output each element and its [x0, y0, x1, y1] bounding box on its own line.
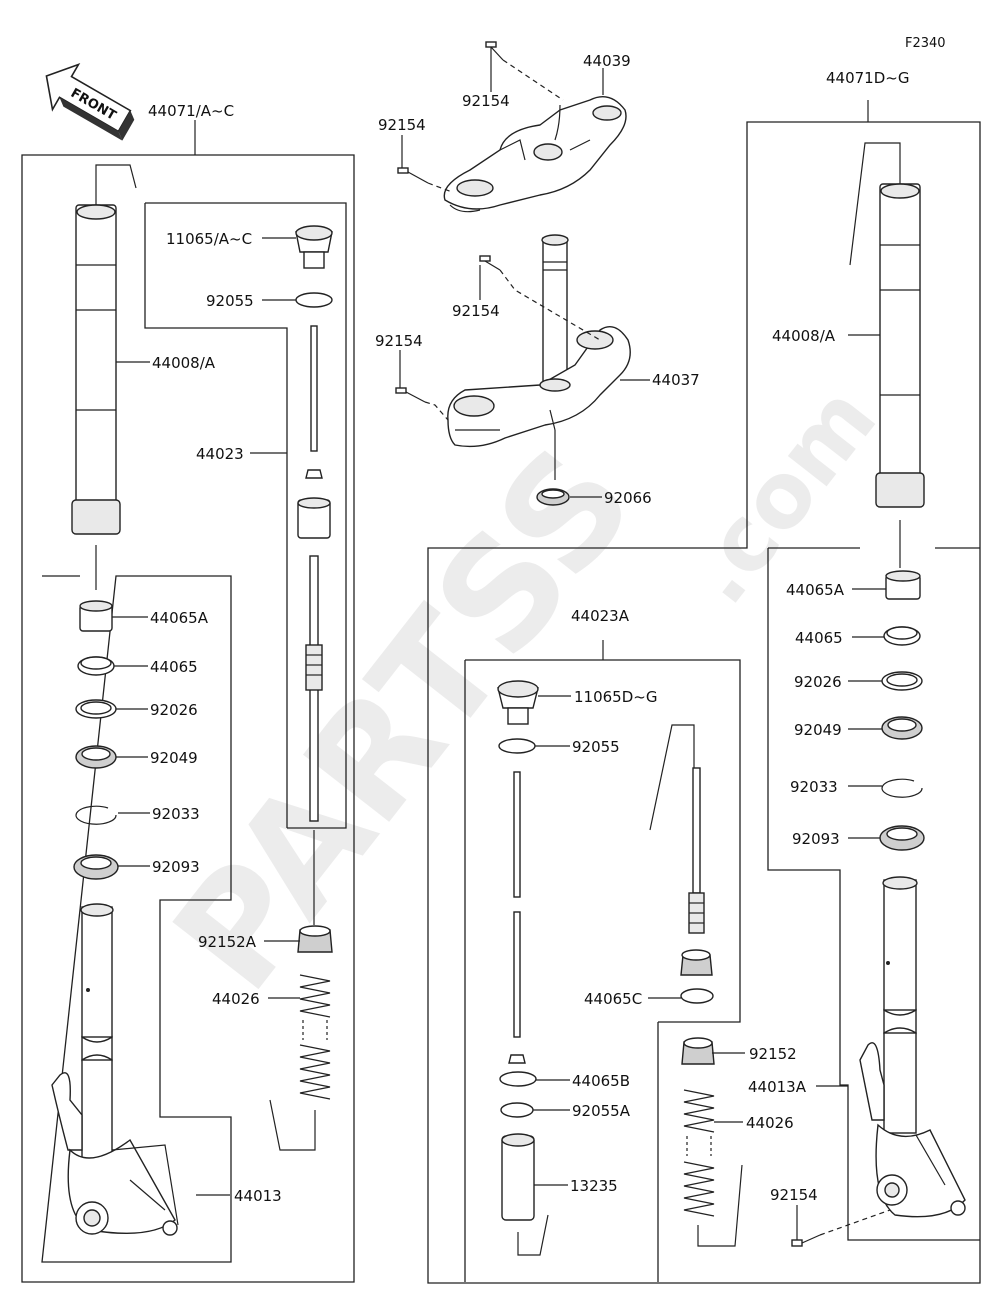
- nut-92152a-left: [297, 925, 333, 953]
- callout-l-washer: 92026: [150, 701, 198, 719]
- callout-l-oring: 92055: [206, 292, 254, 310]
- circlip-92033-left: [75, 805, 117, 825]
- outer-tube-left: [51, 903, 179, 1236]
- seal-92066: [536, 488, 570, 506]
- washer-92026-right: [881, 671, 923, 691]
- bolt-92154-mid-b: [395, 387, 426, 403]
- callout-l-nut: 92152A: [198, 933, 257, 951]
- bush-44065c: [680, 988, 714, 1004]
- o-ring-92055a: [500, 1102, 534, 1118]
- dust-seal-92093-left: [73, 854, 119, 880]
- callout-r-bush-a: 44065A: [786, 581, 845, 599]
- callout-seal-stem: 92066: [604, 489, 652, 507]
- watermark-brand: PARTSS: [141, 416, 668, 1022]
- callout-labels: 44071/A~C 44071D~G 92154 44039 92154 921…: [148, 52, 909, 1205]
- callout-l-outer: 44013: [234, 1187, 282, 1205]
- center-leaders: [533, 695, 745, 1186]
- bolt-92154-right: [791, 1234, 821, 1247]
- callout-l-seal: 92049: [150, 749, 198, 767]
- lower-bracket: [447, 234, 631, 448]
- callout-bracket-lower: 44037: [652, 371, 700, 389]
- left-leaders: [112, 237, 300, 1196]
- fork-tube-left: [71, 204, 121, 535]
- callout-assy-right: 44071D~G: [826, 69, 909, 87]
- nut-92152-center: [681, 1037, 715, 1065]
- center-damper-assembly: [464, 640, 743, 1282]
- callout-l-ring: 92033: [152, 805, 200, 823]
- bush-44065a-right: [885, 570, 921, 600]
- callout-l-bush-a: 44065A: [150, 609, 209, 627]
- bush-44065b: [499, 1071, 537, 1087]
- cylinder-13235: [501, 1133, 535, 1221]
- outer-tube-right: [859, 876, 966, 1218]
- callout-l-tube: 44008/A: [152, 354, 216, 372]
- top-leaders: [399, 47, 650, 498]
- oil-seal-92049-right: [881, 716, 923, 740]
- piston-rod-center: [680, 767, 713, 976]
- callout-bolt-top-b: 92154: [378, 116, 426, 134]
- dust-seal-92093-right: [879, 825, 925, 851]
- callout-bolt-top-a: 92154: [462, 92, 510, 110]
- callout-l-spring: 44026: [212, 990, 260, 1008]
- callout-r-bolt: 92154: [770, 1186, 818, 1204]
- callout-r-ring: 92033: [790, 778, 838, 796]
- upper-bracket: [443, 96, 627, 213]
- fork-tube-right: [875, 183, 925, 508]
- spring-44026-left: [299, 974, 331, 1100]
- bush-44065-right: [883, 626, 921, 646]
- callout-l-bush: 44065: [150, 658, 198, 676]
- o-ring-92055-center: [498, 738, 536, 754]
- callout-r-dust: 92093: [792, 830, 840, 848]
- right-assembly: [427, 100, 981, 1284]
- bolt-92154-mid-a: [479, 255, 501, 271]
- callout-l-damper: 44023: [196, 445, 244, 463]
- spring-44026-center: [683, 1089, 715, 1217]
- callout-c-bush-b: 44065B: [572, 1072, 630, 1090]
- callout-l-dust: 92093: [152, 858, 200, 876]
- damper-rod-left: [297, 325, 331, 822]
- callout-bolt-mid-a: 92154: [452, 302, 500, 320]
- o-ring-92055-left: [295, 292, 333, 308]
- cap-bolt-center: [497, 680, 539, 725]
- callout-c-oring: 92055: [572, 738, 620, 756]
- callout-assy-left: 44071/A~C: [148, 102, 234, 120]
- callout-bracket-upper: 44039: [583, 52, 631, 70]
- cap-bolt-left: [295, 225, 333, 269]
- bush-44065-left: [77, 656, 115, 676]
- callout-bolt-mid-b: 92154: [375, 332, 423, 350]
- figure-code: F2340: [905, 36, 946, 51]
- callout-r-bush: 44065: [795, 629, 843, 647]
- oil-seal-92049-left: [75, 745, 117, 769]
- callout-c-nut: 92152: [749, 1045, 797, 1063]
- callout-c-cap: 11065D~G: [574, 688, 657, 706]
- watermark-suffix: .com: [665, 367, 897, 623]
- bolt-92154-top-a: [485, 41, 504, 61]
- damper-rod-center: [508, 771, 526, 1064]
- callout-c-cyl: 13235: [570, 1177, 618, 1195]
- callout-c-spring: 44026: [746, 1114, 794, 1132]
- circlip-92033-right: [881, 778, 923, 798]
- callout-r-seal: 92049: [794, 721, 842, 739]
- bolt-92154-top-b: [397, 167, 429, 184]
- left-assembly: [21, 120, 355, 1283]
- front-arrow-icon: FRONT: [45, 62, 135, 141]
- right-leaders: [796, 334, 886, 1240]
- callout-r-outer: 44013A: [748, 1078, 807, 1096]
- callout-r-tube: 44008/A: [772, 327, 836, 345]
- callout-c-bush-c: 44065C: [584, 990, 642, 1008]
- bush-44065a-left: [79, 600, 113, 632]
- washer-92026-left: [75, 699, 117, 719]
- callout-r-washer: 92026: [794, 673, 842, 691]
- callout-l-cap: 11065/A~C: [166, 230, 252, 248]
- callout-c-damper: 44023A: [571, 607, 630, 625]
- callout-c-oring-a: 92055A: [572, 1102, 631, 1120]
